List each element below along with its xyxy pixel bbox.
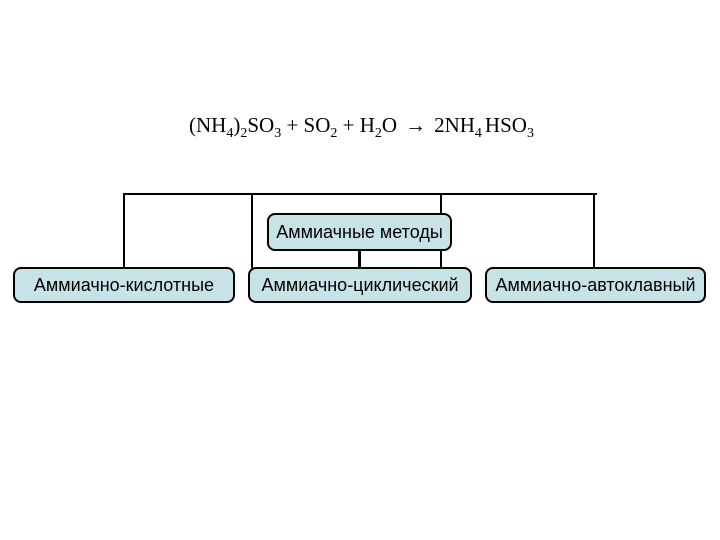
equation-subscript: 2 xyxy=(374,126,382,142)
equation-subscript: 4 xyxy=(226,126,234,142)
equation-part: 2NH xyxy=(434,113,475,137)
equation-part: + H xyxy=(337,113,375,137)
equation-part: HSO xyxy=(484,113,527,137)
reaction-arrow-icon: → xyxy=(405,113,427,137)
tree-root-label: Аммиачные методы xyxy=(276,221,443,242)
tree-child-label: Аммиачно-автоклавный xyxy=(495,274,696,295)
connector-right-vertical xyxy=(593,193,595,268)
equation-part: + SO xyxy=(281,113,331,137)
tree-child-label: Аммиачно-циклический xyxy=(261,274,459,295)
equation-part: (NH xyxy=(189,113,227,137)
connector-inner-left-vertical xyxy=(251,193,253,268)
tree-child-box-cyclic: Аммиачно-циклический xyxy=(248,267,472,303)
equation-subscript: 3 xyxy=(526,126,534,142)
equation-subscript: 2 xyxy=(330,126,338,142)
equation-subscript: 2 xyxy=(240,126,248,142)
tree-child-box-autoclave: Аммиачно-автоклавный xyxy=(485,267,706,303)
connector-root-drop xyxy=(358,251,361,268)
equation-part: O xyxy=(381,113,398,137)
equation-part: ) xyxy=(233,113,241,137)
equation-part: SO xyxy=(247,113,275,137)
tree-root-box: Аммиачные методы xyxy=(267,213,452,251)
connector-top-horizontal xyxy=(123,193,597,195)
tree-child-box-acid: Аммиачно-кислотные xyxy=(13,267,235,303)
connector-left-vertical xyxy=(123,193,125,268)
tree-child-label: Аммиачно-кислотные xyxy=(33,274,215,295)
equation-subscript: 4 xyxy=(474,126,482,142)
equation-subscript: 3 xyxy=(274,126,282,142)
